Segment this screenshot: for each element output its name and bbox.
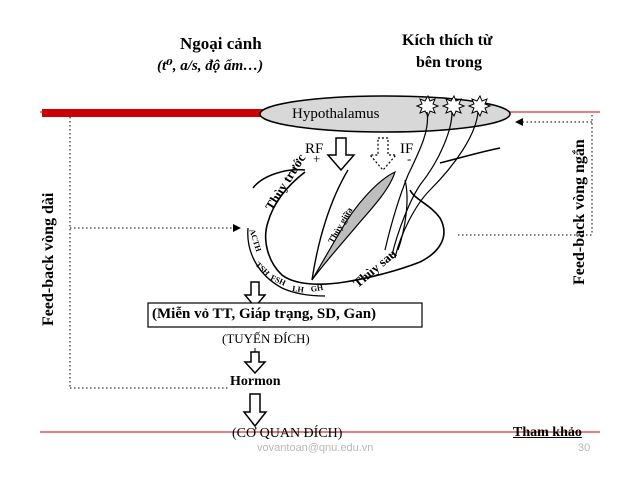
red-bar bbox=[42, 109, 272, 117]
lobe-division bbox=[311, 169, 349, 281]
hormone-lh-label: LH bbox=[291, 284, 305, 295]
feedback-long-label: Feed-back vòng dài bbox=[40, 192, 57, 326]
stalk-left bbox=[252, 168, 306, 189]
feedback-short-loop bbox=[458, 115, 593, 236]
hormon-label: Hormon bbox=[230, 374, 281, 389]
internal-stimulus-line2: bên trong bbox=[416, 54, 482, 71]
if-arrow bbox=[368, 137, 398, 171]
feedback-short-label: Feed-back vòng ngắn bbox=[571, 139, 588, 285]
nerve-fibres bbox=[384, 111, 479, 259]
footer-email: vovantoan@qnu.edu.vn bbox=[257, 442, 374, 454]
stimulus-burst-icon bbox=[415, 94, 492, 118]
rf-label: RF bbox=[305, 141, 324, 157]
stalk-right bbox=[439, 147, 501, 164]
pituitary-outline bbox=[264, 171, 445, 285]
target-glands-box bbox=[147, 302, 423, 328]
internal-stimulus-line1: Kích thích từ bbox=[402, 32, 493, 49]
target-glands-caption: (TUYẾN ĐÍCH) bbox=[222, 331, 310, 346]
if-label: IF bbox=[400, 141, 414, 157]
target-glands-label: (Miễn vỏ TT, Giáp trạng, SD, Gan) bbox=[152, 306, 377, 322]
external-env-title: Ngoại cảnh bbox=[180, 34, 262, 53]
hypothalamus-label: Hypothalamus bbox=[292, 106, 380, 122]
reference-link[interactable]: Tham khảo bbox=[513, 425, 582, 440]
slide-number: 30 bbox=[578, 442, 591, 454]
arrow-to-organ bbox=[242, 393, 268, 428]
target-organ-label: (CƠ QUAN ĐÍCH) bbox=[232, 426, 343, 441]
arrow-to-glands bbox=[243, 281, 267, 309]
if-sign: - bbox=[407, 151, 412, 166]
rf-arrow bbox=[326, 137, 356, 172]
arrow-to-hormon bbox=[243, 351, 267, 375]
external-env-detail: (t⁰, a/s, độ ẩm…) bbox=[157, 58, 264, 74]
rf-sign: + bbox=[313, 151, 321, 166]
feedback-long-loop bbox=[69, 117, 241, 389]
hormone-arc bbox=[247, 227, 326, 297]
